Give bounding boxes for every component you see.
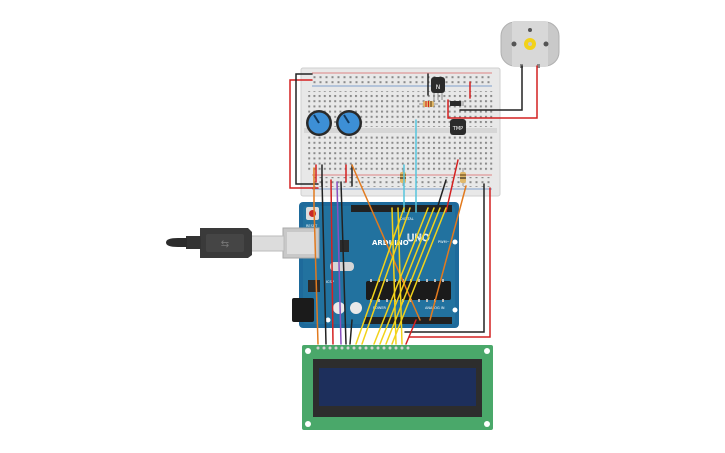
wires [289, 65, 538, 345]
icsp-label: ICSP [326, 280, 334, 284]
resistor-right [460, 168, 466, 186]
analog-label: ANALOG IN [425, 306, 445, 310]
usb-port [282, 227, 320, 259]
svg-text:⇆: ⇆ [221, 239, 229, 250]
power-label: POWER [373, 306, 387, 310]
potentiometer-left [306, 110, 332, 136]
transistor-label: N [436, 84, 441, 91]
sensor-label: TMP [452, 126, 463, 132]
pwm-label: PWM~ [438, 240, 450, 244]
potentiometer-right [336, 110, 362, 136]
lcd-display [302, 345, 493, 430]
diode [450, 101, 464, 106]
temperature-sensor: TMP [450, 119, 466, 135]
usb-icon: ⇆ [166, 228, 285, 258]
dc-motor-icon [500, 21, 560, 68]
arduino-brand: ARDUINO [372, 239, 409, 247]
dc-power-jack [292, 298, 314, 322]
reset-label: RESET [306, 224, 318, 228]
resistor-transistor [419, 101, 438, 107]
npn-transistor: N [431, 77, 445, 100]
arduino-model: UNO [407, 233, 430, 244]
